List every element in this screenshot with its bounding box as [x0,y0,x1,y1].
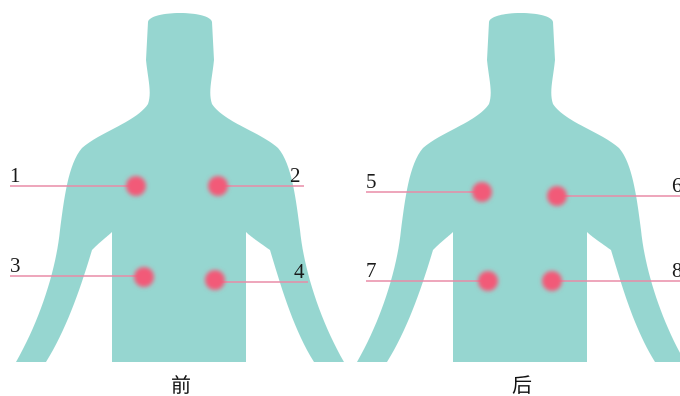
back-body-silhouette [357,13,680,362]
back-point-6 [547,186,567,206]
front-body-silhouette [16,13,344,362]
front-point-2 [208,176,228,196]
back-point-7 [478,271,498,291]
back-figure [357,13,680,362]
back-point-5 [472,182,492,202]
back-point-8 [542,271,562,291]
front-label-2: 2 [290,163,301,187]
back-caption: 后 [512,373,532,396]
front-point-3 [134,267,154,287]
front-caption: 前 [171,373,191,396]
front-point-1 [126,176,146,196]
front-figure: 1 2 3 4 前 [10,13,344,396]
front-label-1: 1 [10,163,21,187]
back-label-6: 6 [672,173,680,197]
back-label-8: 8 [672,258,680,282]
back-label-7: 7 [366,258,377,282]
back-label-5: 5 [366,169,377,193]
front-label-3: 3 [10,253,21,277]
front-label-4: 4 [294,259,305,283]
front-point-4 [205,270,225,290]
